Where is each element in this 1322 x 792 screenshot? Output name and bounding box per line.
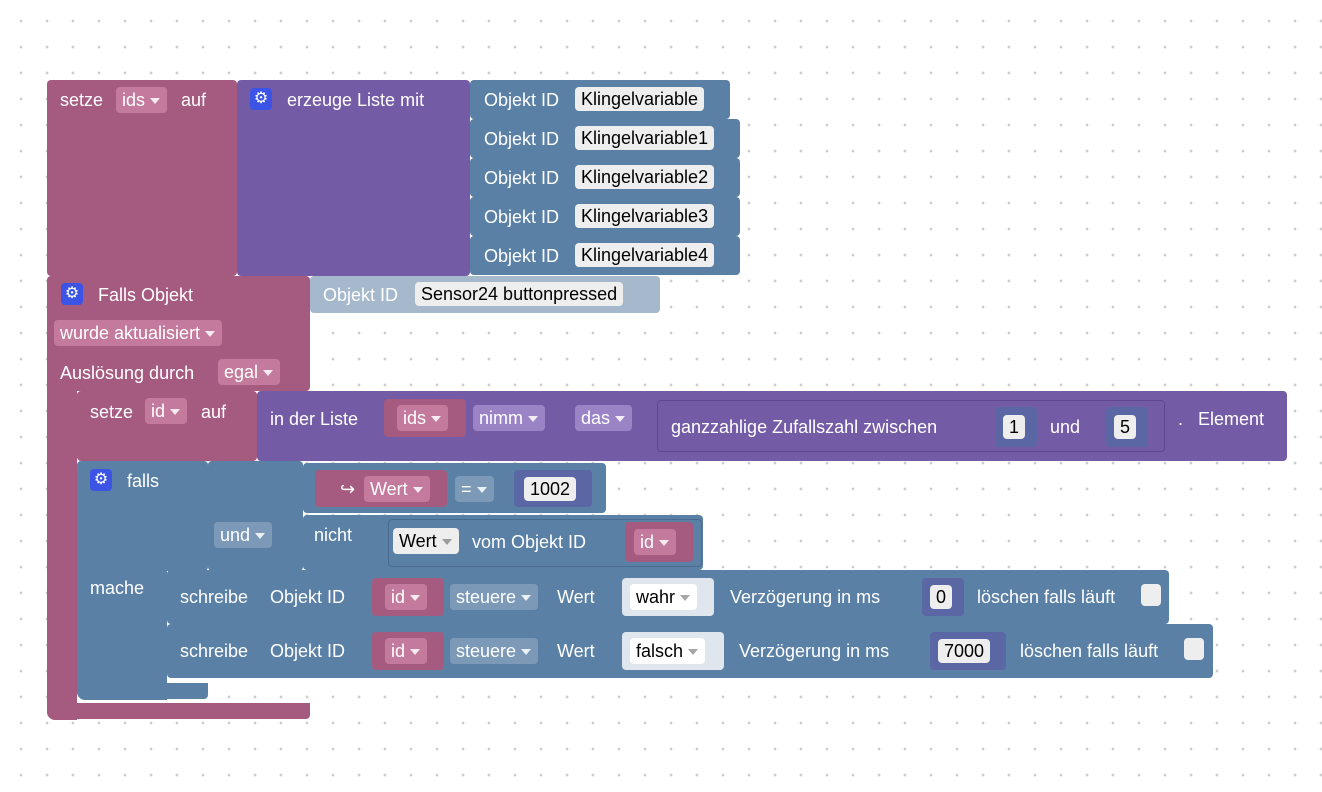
create-list-label: erzeuge Liste mit	[287, 90, 425, 110]
objekt-id-value[interactable]: Klingelvariable2	[575, 165, 715, 189]
random-to-value[interactable]: 5	[1114, 415, 1137, 439]
objekt-id-label: Objekt ID	[484, 90, 560, 110]
steuere-dropdown[interactable]: steuere	[450, 638, 539, 664]
objekt-id-value[interactable]: Klingelvariable4	[575, 243, 715, 267]
trigger-objekt-id-value[interactable]: Sensor24 buttonpressed	[415, 282, 624, 306]
falls-objekt-label: Falls Objekt	[98, 285, 194, 305]
clear-label: löschen falls läuft	[977, 587, 1116, 607]
clear-label: löschen falls läuft	[1020, 641, 1159, 661]
falsch-dropdown[interactable]: falsch	[630, 638, 706, 664]
clear-checkbox[interactable]	[1141, 584, 1161, 606]
schreibe-id-dropdown[interactable]: id	[385, 638, 428, 664]
schreibe-id-dropdown[interactable]: id	[385, 584, 428, 610]
id-variable-dropdown[interactable]: id	[145, 398, 188, 424]
arrow-icon: ↪	[340, 479, 356, 499]
random-int-label: ganzzahlige Zufallszahl zwischen	[671, 417, 938, 437]
mache-label: mache	[90, 578, 145, 598]
operator-dropdown[interactable]: =	[455, 476, 494, 502]
trigger-mutator-gear-icon[interactable]: ⚙	[61, 283, 83, 305]
trigger-objekt-id-label: Objekt ID	[323, 285, 399, 305]
objekt-id-label: Objekt ID	[484, 168, 560, 188]
wert-dropdown[interactable]: Wert	[393, 528, 459, 554]
objekt-id-value[interactable]: Klingelvariable3	[575, 204, 715, 228]
list-mutator-gear-icon[interactable]: ⚙	[250, 88, 272, 110]
number-value[interactable]: 1002	[524, 477, 577, 501]
schreibe-objekt-label: Objekt ID	[270, 641, 346, 661]
und-block[interactable]	[208, 461, 303, 571]
random-from-value[interactable]: 1	[1003, 415, 1026, 439]
dot-label: .	[1178, 409, 1184, 429]
objekt-id-label: Objekt ID	[484, 246, 560, 266]
objekt-id-label: Objekt ID	[484, 207, 560, 227]
steuere-dropdown[interactable]: steuere	[450, 584, 539, 610]
setze-id-auf-label: auf	[201, 402, 227, 422]
falls-label: falls	[127, 471, 160, 491]
schreibe-label: schreibe	[180, 641, 249, 661]
element-label: Element	[1198, 409, 1265, 429]
wert-var-dropdown[interactable]: Wert	[364, 476, 430, 502]
create-list-block[interactable]	[237, 80, 470, 276]
objekt-id-label: Objekt ID	[484, 129, 560, 149]
id-var-dropdown[interactable]: id	[634, 529, 677, 555]
setze-label: setze	[60, 90, 104, 110]
wahr-dropdown[interactable]: wahr	[630, 584, 698, 610]
nicht-label: nicht	[314, 525, 353, 545]
trigger-left-rail	[47, 380, 77, 720]
schreibe-wert-label: Wert	[557, 641, 595, 661]
schreibe-wert-label: Wert	[557, 587, 595, 607]
schreibe-label: schreibe	[180, 587, 249, 607]
delay-value[interactable]: 7000	[938, 639, 991, 663]
vom-objekt-label: vom Objekt ID	[472, 532, 587, 552]
ids-variable-dropdown[interactable]: ids	[116, 87, 168, 113]
falls-mutator-gear-icon[interactable]: ⚙	[90, 469, 112, 491]
objekt-id-value[interactable]: Klingelvariable	[575, 87, 705, 111]
delay-value[interactable]: 0	[930, 585, 953, 609]
ids-list-dropdown[interactable]: ids	[397, 405, 449, 431]
in-der-liste-label: in der Liste	[270, 409, 359, 429]
das-dropdown[interactable]: das	[575, 405, 633, 431]
delay-label: Verzögerung in ms	[730, 587, 881, 607]
objekt-id-value[interactable]: Klingelvariable1	[575, 126, 715, 150]
ausloesung-dropdown[interactable]: egal	[218, 359, 281, 385]
falls-left-rail	[77, 560, 167, 700]
delay-label: Verzögerung in ms	[739, 641, 890, 661]
random-int-block[interactable]	[657, 400, 1165, 452]
auf-label: auf	[181, 90, 207, 110]
random-und-label: und	[1050, 417, 1081, 437]
trigger-bottom-arm	[47, 703, 310, 719]
nimm-dropdown[interactable]: nimm	[473, 405, 545, 431]
clear-checkbox[interactable]	[1184, 638, 1204, 660]
und-dropdown[interactable]: und	[214, 522, 273, 548]
setze-id-label: setze	[90, 402, 134, 422]
trigger-mode-dropdown[interactable]: wurde aktualisiert	[54, 320, 223, 346]
falls-bottom-arm	[77, 683, 208, 699]
ausloesung-label: Auslösung durch	[60, 363, 195, 383]
schreibe-objekt-label: Objekt ID	[270, 587, 346, 607]
